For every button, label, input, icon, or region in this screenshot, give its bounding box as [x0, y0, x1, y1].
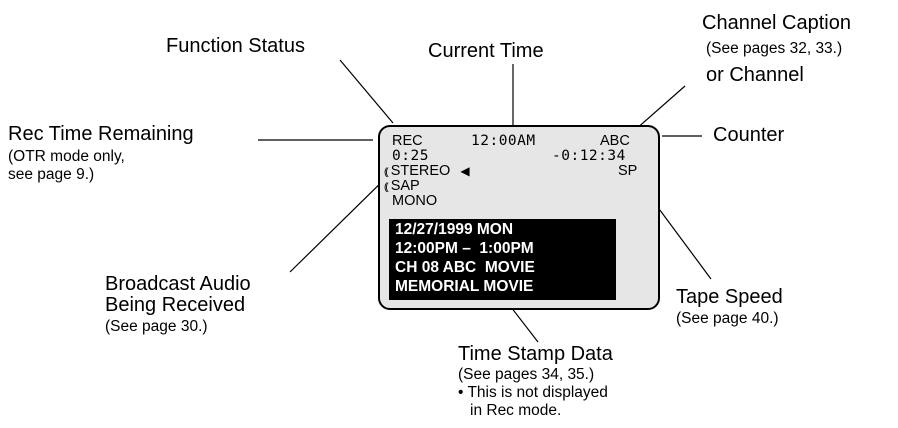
current-time-label: Current Time — [428, 40, 544, 62]
stereo-display: STEREO — [390, 163, 451, 179]
sound-wave-icon: (( — [384, 167, 388, 178]
tape-speed-ref: (See page 40.) — [676, 310, 779, 327]
selected-audio-arrow-icon: ◀ — [460, 164, 470, 178]
broadcast-audio-label-line-2: Being Received — [105, 294, 246, 316]
channel-caption-ref: (See pages 32, 33.) — [706, 40, 843, 57]
time-stamp-box: 12/27/1999 MON 12:00PM – 1:00PM CH 08 AB… — [389, 219, 616, 300]
stamp-time-range: 12:00PM – 1:00PM — [395, 240, 534, 257]
rec-status: REC — [392, 133, 423, 149]
or-channel-label: or Channel — [706, 64, 804, 86]
time-stamp-label: Time Stamp Data — [458, 343, 613, 365]
sap-row: (( SAP — [384, 178, 420, 196]
counter-display: -0:12:34 — [552, 148, 626, 164]
mono-display: MONO — [392, 193, 438, 209]
otr-note-line-2: see page 9.) — [8, 166, 95, 183]
tv-screen: REC 12:00AM ABC 0:25 -0:12:34 (( STEREO … — [378, 125, 660, 310]
channel-caption-label: Channel Caption — [702, 12, 851, 34]
leader-channel-caption — [634, 85, 686, 131]
channel-display: ABC — [600, 133, 630, 149]
stamp-title: MEMORIAL MOVIE — [395, 278, 534, 295]
sound-wave-icon: (( — [384, 182, 388, 193]
otr-note-line-1: (OTR mode only, — [8, 148, 125, 165]
time-stamp-note-line-1: • This is not displayed — [458, 384, 608, 401]
stereo-row: (( STEREO ◀ — [384, 163, 470, 181]
broadcast-audio-label-line-1: Broadcast Audio — [105, 273, 251, 295]
stamp-channel: CH 08 ABC MOVIE — [395, 259, 535, 276]
leader-function-status — [339, 59, 394, 124]
time-stamp-note-line-2: in Rec mode. — [470, 402, 562, 419]
sap-display: SAP — [390, 178, 420, 194]
tape-speed-label: Tape Speed — [676, 286, 783, 308]
rec-time-remaining-display: 0:25 — [392, 148, 429, 164]
function-status-label: Function Status — [166, 35, 305, 57]
tape-speed-display: SP — [618, 163, 638, 179]
time-stamp-ref: (See pages 34, 35.) — [458, 366, 595, 383]
leader-broadcast-audio — [289, 169, 395, 273]
current-time-display: 12:00AM — [471, 133, 536, 149]
rec-time-remaining-label: Rec Time Remaining — [8, 123, 194, 145]
broadcast-audio-ref: (See page 30.) — [105, 318, 208, 335]
counter-label: Counter — [713, 124, 785, 146]
stamp-date: 12/27/1999 MON — [395, 221, 514, 238]
